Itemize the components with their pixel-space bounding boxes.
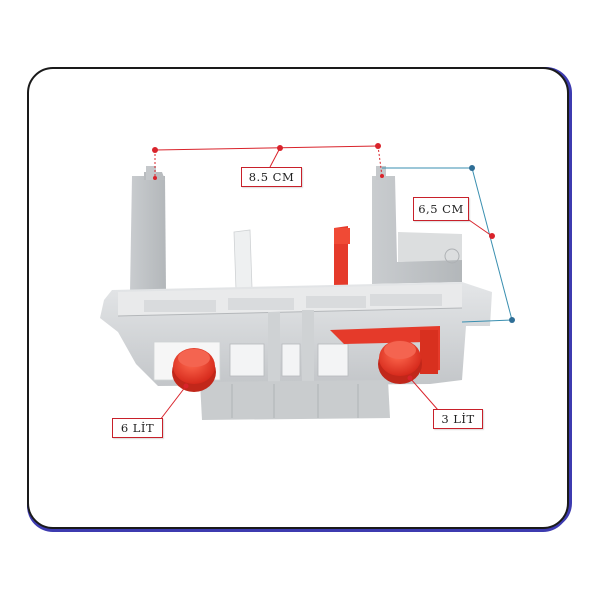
- left-red-button: [172, 348, 216, 392]
- left-arm: [130, 166, 166, 292]
- base-plate: [200, 380, 390, 420]
- levers: [233, 226, 350, 291]
- height-dimension-line: [382, 165, 515, 323]
- left-button-callout: [159, 383, 189, 421]
- right-arm: [372, 166, 462, 284]
- right-button-volume-label: 3 LİT: [433, 409, 483, 429]
- main-body: [100, 282, 492, 386]
- height-dimension-label: 6,5 CM: [413, 197, 469, 221]
- right-red-button: [378, 340, 422, 384]
- width-dimension-line: [152, 143, 384, 180]
- width-dimension-label: 8.5 CM: [241, 167, 302, 187]
- left-button-volume-label: 6 LİT: [112, 418, 163, 438]
- right-button-callout: [407, 375, 439, 411]
